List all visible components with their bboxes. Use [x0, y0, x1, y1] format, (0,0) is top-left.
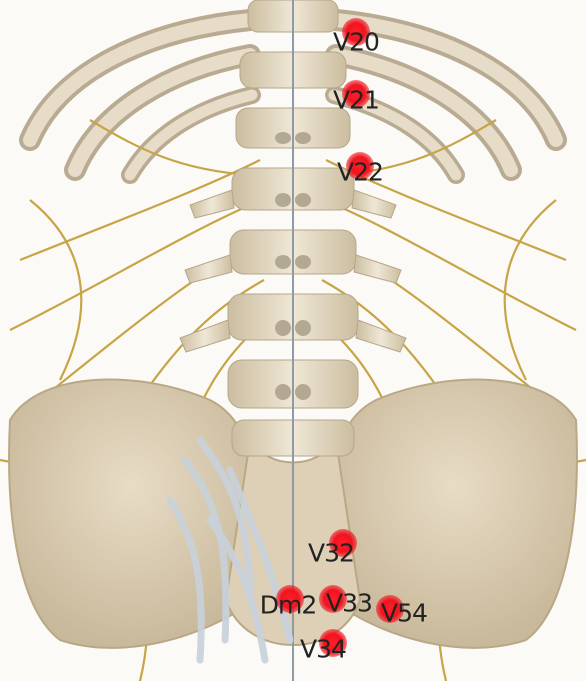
acupoint-v34[interactable]: V34 — [333, 643, 334, 644]
acupoint-v32[interactable]: V32 — [343, 543, 344, 544]
acupoint-v20[interactable]: V20 — [356, 32, 357, 33]
acupoint-v21[interactable]: V21 — [356, 94, 357, 95]
acupoint-dm2[interactable]: Dm2 — [290, 599, 291, 600]
acupoint-label: V22 — [337, 158, 383, 187]
acupoint-label: V33 — [326, 589, 372, 618]
acupoint-label: V20 — [333, 28, 379, 57]
acupoint-v54[interactable]: V54 — [390, 609, 391, 610]
acupoint-label: V34 — [300, 635, 346, 664]
acupoint-label: V21 — [333, 86, 379, 115]
acupoint-v22[interactable]: V22 — [360, 166, 361, 167]
acupoint-v33[interactable]: V33 — [333, 599, 334, 600]
acupoint-label: Dm2 — [260, 591, 317, 620]
acupoint-label: V32 — [308, 539, 354, 568]
acupoint-label: V54 — [381, 599, 427, 628]
